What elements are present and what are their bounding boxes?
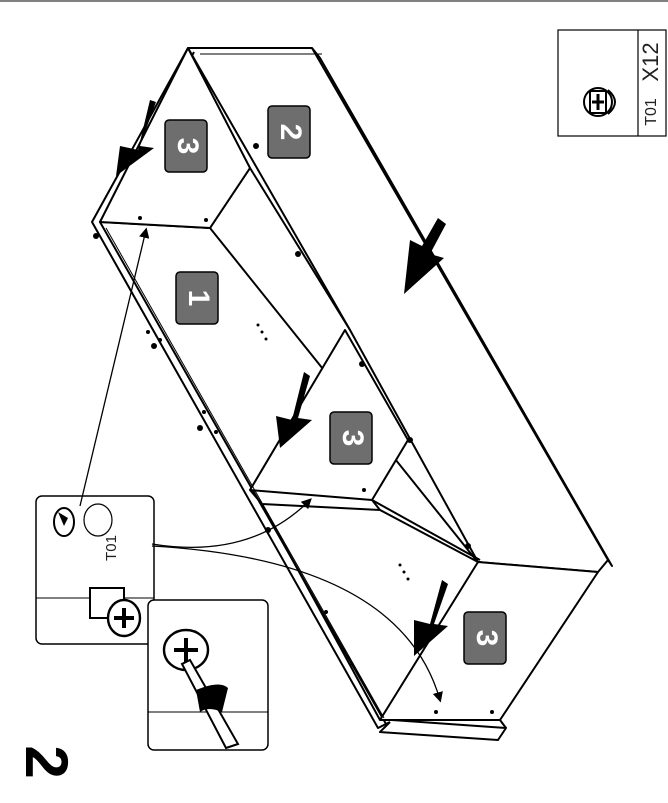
svg-text:1: 1 [182, 290, 215, 307]
dowel-icon [53, 507, 75, 537]
panel-badge-3-middle: 3 [329, 411, 373, 465]
detail-callout: T01 [35, 495, 155, 645]
screwdriver-detail [147, 599, 269, 751]
leader-lines [79, 227, 443, 703]
panel-badge-2: 2 [267, 105, 311, 159]
push-arrows [116, 100, 448, 656]
panel-badge-1: 1 [175, 271, 219, 325]
part-code: T01 [643, 98, 660, 126]
part-quantity: X12 [638, 42, 663, 81]
arrow-bottom [414, 580, 448, 656]
cam-lock-fitting-icon [583, 87, 616, 117]
svg-text:3: 3 [336, 430, 369, 447]
screwdriver-icon [162, 628, 240, 750]
svg-text:2: 2 [274, 124, 307, 141]
svg-text:3: 3 [470, 630, 503, 647]
step-number: 2 [13, 745, 80, 778]
cabinet-assembly [91, 47, 613, 741]
panel-badges: 3 2 1 3 3 [164, 105, 507, 665]
cam-lock-icon [89, 587, 142, 638]
arrow-top-left [116, 100, 156, 176]
parts-box: X12 T01 [557, 29, 667, 137]
svg-text:3: 3 [171, 138, 204, 155]
arrow-top-right [404, 218, 446, 294]
panel-badge-3-top: 3 [164, 119, 208, 173]
arrow-middle [276, 372, 312, 448]
panel-badge-3-bottom: 3 [463, 611, 507, 665]
detail-part-code: T01 [103, 535, 120, 561]
